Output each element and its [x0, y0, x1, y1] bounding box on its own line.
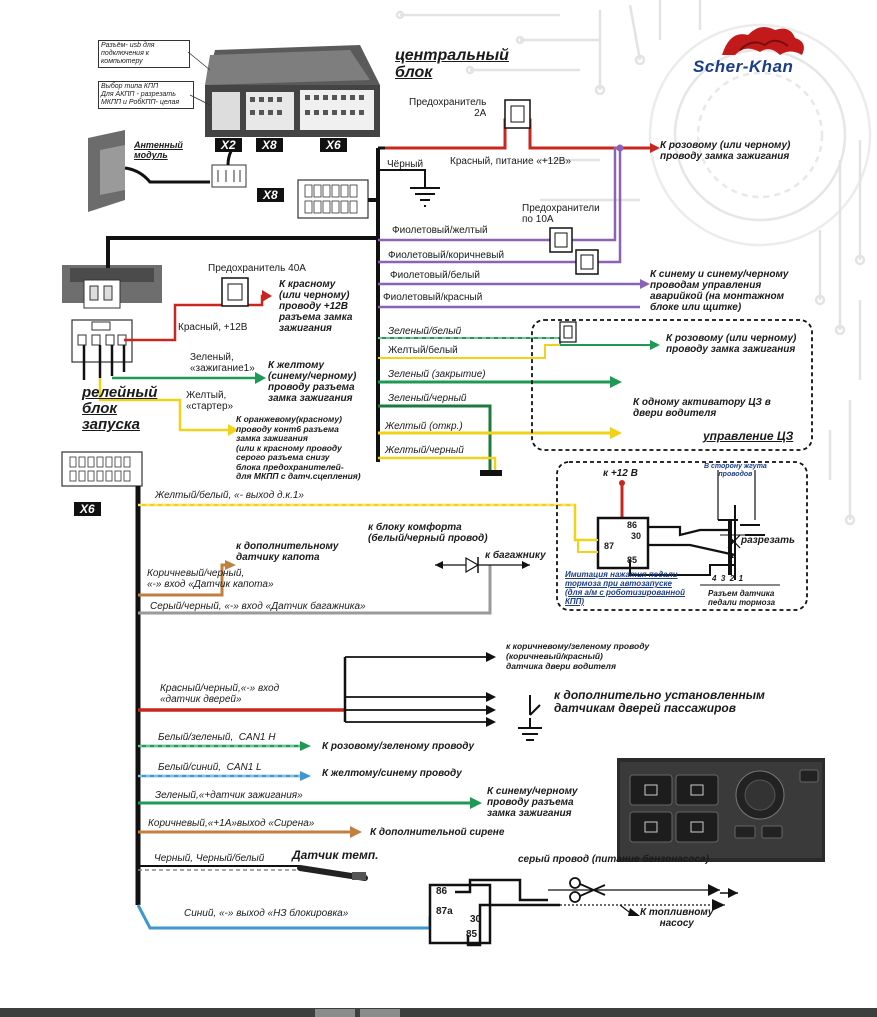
x2-label: X2 — [215, 138, 242, 152]
wire-gb-label: Зеленый/черный — [388, 393, 467, 404]
x6-siren-target: К дополнительной сирене — [370, 827, 505, 838]
fuel-pin-87a: 87a — [436, 906, 453, 917]
brake-cut: разрезать — [741, 535, 795, 546]
cz-group-box — [531, 319, 813, 451]
x6-door-label: Красный/черный,«-» вход «датчик дверей» — [160, 683, 280, 705]
fuse-cz-icon — [559, 321, 577, 343]
central-unit-drawing — [205, 45, 380, 137]
fuse-2a-icon — [504, 99, 531, 129]
door-driver-target: к коричневому/зеленому проводу (коричнев… — [506, 641, 650, 671]
x6-siren-label: Коричневый,«+1А»выход «Сирена» — [148, 818, 315, 829]
x6-canh-label: Белый/зеленый, CAN1 H — [158, 732, 276, 743]
x6-hood-target: к дополнительному датчику капота — [236, 541, 339, 563]
door-switch-icon — [518, 695, 542, 741]
temp-sensor-icon — [352, 872, 366, 880]
ground-icon — [410, 187, 440, 207]
brake-pin-30: 30 — [631, 531, 642, 541]
door-switch-photo — [617, 758, 825, 862]
x6-canh-target: К розовому/зеленому проводу — [322, 741, 475, 752]
wire-vy-label: Фиолетовый/желтый — [392, 225, 488, 236]
bottom-tab-2[interactable] — [360, 1009, 400, 1017]
brake-plus12: к +12 В — [603, 468, 638, 479]
brand-logo: Scher-Khan — [693, 57, 794, 76]
relay-red-target: К красному (или черному) проводу +12В ра… — [279, 279, 353, 334]
central-unit-title: центральный блок — [395, 47, 509, 81]
x8-label-top: X8 — [256, 138, 283, 152]
fuse-10a-icon — [549, 227, 599, 275]
brake-pin-87: 87 — [604, 541, 615, 551]
fuse-2a-label: Предохранитель 2A — [409, 97, 487, 119]
wire-gclose-label: Зеленый (закрытие) — [388, 369, 486, 380]
bottom-bar — [0, 1008, 877, 1017]
x6-trunk-target: к багажнику — [485, 550, 546, 561]
wire-yb-label: Желтый/черный — [385, 445, 464, 456]
wire-vw-label: Фиолетовый/белый — [390, 270, 480, 281]
logo-flame-icon — [722, 26, 804, 55]
x6-yw-label: Желтый/белый, «- выход д.к.1» — [155, 490, 304, 501]
note-usb: Разъём- usb для подключения к компьютеру — [98, 40, 190, 68]
wire-yw-label: Желтый/белый — [388, 345, 458, 356]
fuel-pump-label: К топливному насосу — [640, 907, 714, 929]
scissors-icon-2 — [727, 534, 741, 549]
wire-gclose-target: К одному активатору ЦЗ в двери водителя — [633, 397, 771, 419]
wire-black-label: Чёрный — [387, 159, 424, 170]
x6-connector-drawing — [61, 451, 143, 487]
relay-red-label: Красный, +12В — [178, 322, 248, 333]
fuse-10a-label: Предохранители по 10A — [522, 203, 600, 225]
scissors-icon — [569, 877, 606, 903]
fuse-40a-label: Предохранитель 40A — [208, 263, 306, 274]
wire-gw-label: Зеленый/белый — [388, 326, 462, 337]
antenna-label: Антенный модуль — [134, 140, 183, 160]
fuel-gray-label: серый провод (питание бензонасоса) — [518, 854, 709, 865]
x6-temp-target: Датчик темп. — [292, 848, 379, 862]
brake-connector-label: Разъем датчика педали тормоза — [708, 589, 776, 607]
wire-red-target: К розовому (или черному) проводу замка з… — [660, 140, 791, 162]
x6-hood-label: Коричневый/черный, «-» вход «Датчик капо… — [147, 568, 274, 590]
brake-pin-86: 86 — [627, 520, 638, 530]
cz-title: управление ЦЗ — [703, 429, 794, 443]
brake-harness: В сторону жгута проводов — [704, 463, 767, 478]
brake-box — [556, 461, 808, 611]
comfort-label: к блоку комфорта (белый/черный провод) — [368, 522, 488, 544]
x6-ign-label: Зеленый,«+датчик зажигания» — [155, 790, 303, 801]
fuel-relay-drawing — [428, 878, 738, 947]
wire-vw-target: К синему и синему/черному проводам управ… — [650, 269, 789, 313]
x6-label-top: X6 — [320, 138, 347, 152]
relay-block-drawing — [62, 265, 162, 380]
relay-yellow-label: Желтый, «стартер» — [186, 390, 234, 412]
brake-relay-drawing — [577, 470, 780, 586]
bottom-tab-1[interactable] — [315, 1009, 355, 1017]
wire-gw-target: К розовому (или черному) проводу замка з… — [666, 333, 797, 355]
relay-green-label: Зеленый, «зажигание1» — [190, 352, 255, 374]
wire-vbr-label: Фиолетовый/коричневый — [388, 250, 505, 261]
x6-ign-target: К синему/черному проводу разъема замка з… — [487, 786, 578, 819]
brake-imitation: Имитация нажатия педали тормоза при авто… — [565, 570, 685, 606]
fuel-pin-30: 30 — [470, 914, 482, 925]
wire-yopen-label: Желтый (откр.) — [385, 421, 463, 432]
note-kpp: Выбор типа КПП Для АКПП - разрезать МКПП… — [98, 81, 194, 109]
wire-vr-label: Фиолетовый/красный — [383, 292, 483, 303]
x6-block-label: Синий, «-» выход «НЗ блокировка» — [184, 908, 349, 919]
relay-yellow-target: К оранжевому(красному) проводу конт6 раз… — [236, 414, 361, 481]
relay-green-target: К желтому (синему/черному) проводу разъе… — [268, 360, 357, 404]
diode-icon — [465, 556, 480, 574]
x6-canl-target: К желтому/синему проводу — [322, 768, 462, 779]
fuel-pin-85: 85 — [466, 929, 478, 940]
fuse-40a-icon — [221, 277, 249, 307]
fuel-pin-86: 86 — [436, 886, 448, 897]
x6-canl-label: Белый/синий, CAN1 L — [158, 762, 262, 773]
door-pass-target: к дополнительно установленным датчикам д… — [554, 688, 765, 715]
x8-connector-drawing — [297, 179, 369, 219]
antenna-module-drawing — [88, 130, 247, 212]
x8-label: X8 — [257, 188, 284, 202]
x6-label: X6 — [74, 502, 101, 516]
wire-red-label: Красный, питание «+12В» — [450, 156, 572, 167]
x6-temp-label: Черный, Черный/белый — [154, 853, 265, 864]
brake-pin-85: 85 — [627, 555, 638, 565]
x6-trunk-label: Серый/черный, «-» вход «Датчик багажника… — [150, 601, 366, 612]
brake-connector-pins: 4 3 2 1 — [712, 574, 744, 583]
relay-block-title: релейный блок запуска — [82, 384, 158, 433]
